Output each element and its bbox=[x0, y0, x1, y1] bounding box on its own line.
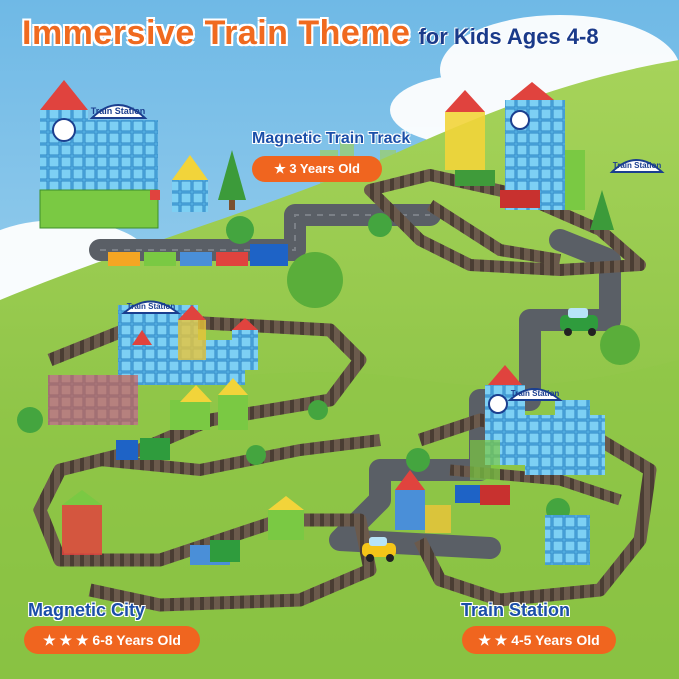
train-top bbox=[108, 244, 288, 266]
yellow-car bbox=[362, 537, 396, 562]
headline-sub: for Kids Ages 4-8 bbox=[418, 24, 599, 49]
station-building-top-right bbox=[445, 82, 585, 210]
station-sign: Train Station bbox=[507, 388, 563, 401]
station-sign: Train Station bbox=[121, 300, 181, 314]
station-sign-text: Train Station bbox=[127, 302, 176, 311]
station-sign-text: Train Station bbox=[511, 389, 560, 398]
section-title-magnetic-city: Magnetic City bbox=[28, 600, 146, 620]
station-building-bottom-right bbox=[395, 365, 605, 565]
age-badge-train-station: ★ ★ 4-5 Years Old bbox=[462, 626, 616, 654]
age-badge-magnetic-city: ★ ★ ★ 6-8 Years Old bbox=[24, 626, 200, 654]
headline: Immersive Train Theme for Kids Ages 4-8 bbox=[22, 14, 599, 53]
station-sign-text: Train Station bbox=[613, 161, 662, 170]
rail-city bbox=[33, 313, 377, 612]
age-badge-train-track: ★ 3 Years Old bbox=[252, 156, 382, 182]
section-title-train-track: Magnetic Train Track bbox=[252, 130, 411, 147]
headline-main: Immersive Train Theme bbox=[22, 14, 411, 52]
section-title-train-station: Train Station bbox=[461, 600, 571, 620]
station-sign: Train Station bbox=[89, 104, 148, 119]
road-edge bbox=[100, 214, 430, 251]
station-sign-text: Train Station bbox=[91, 106, 146, 116]
rail-top-branch bbox=[426, 199, 561, 266]
station-sign: Train Station bbox=[609, 159, 665, 173]
station-building-top-left bbox=[39, 80, 208, 229]
city-buildings bbox=[48, 305, 304, 565]
green-car bbox=[560, 308, 598, 336]
